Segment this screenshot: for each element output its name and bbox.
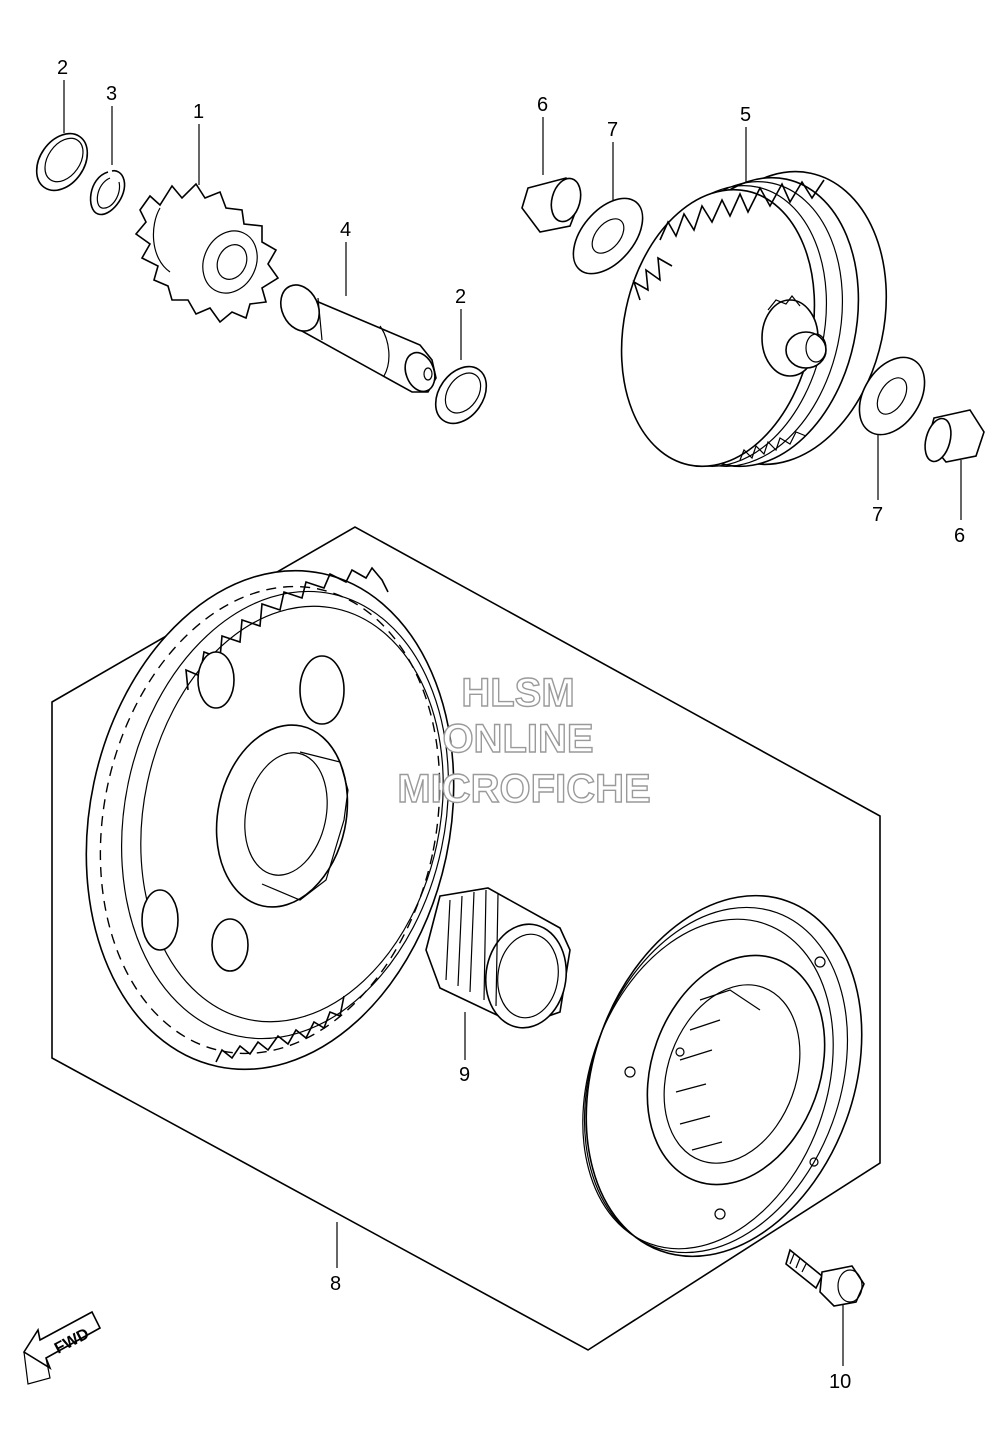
callout-5-idle-gear: 5 [740, 104, 751, 126]
callout-9-bearing: 9 [459, 1064, 470, 1086]
oil-seal-right [434, 365, 488, 425]
needle-bearing [425, 887, 571, 1029]
bushing-top [521, 177, 582, 233]
one-way-clutch [582, 894, 863, 1258]
oil-seal-left [35, 132, 89, 192]
callout-7-washer-bottom: 7 [872, 504, 883, 526]
watermark-line-1: HLSM [461, 671, 574, 715]
callout-6-bushing-bottom: 6 [954, 525, 965, 547]
callout-2-seal-right: 2 [455, 286, 466, 308]
thrust-washer-bottom [858, 356, 926, 436]
leader-lines [63, 80, 962, 1366]
starter-idle-gear-large [620, 170, 888, 468]
callout-1-gear: 1 [193, 101, 204, 123]
idle-gear-shaft [279, 284, 437, 393]
assembly-outline-box [51, 526, 881, 1351]
callout-6-bushing-top: 6 [537, 94, 548, 116]
callout-2-seal-left: 2 [57, 57, 68, 79]
fwd-arrow-icon: FWD [22, 1310, 102, 1385]
clutch-bolt [785, 1248, 865, 1307]
watermark-line-3: MICROFICHE [397, 767, 650, 811]
circlip [89, 169, 126, 216]
thrust-washer-top [572, 197, 644, 275]
callout-4-shaft: 4 [340, 219, 351, 241]
callout-3-circlip: 3 [106, 83, 117, 105]
watermark: HLSM ONLINE MICROFICHE [397, 670, 652, 811]
callout-8-clutch-assy: 8 [330, 1273, 341, 1295]
callout-7-washer-top: 7 [607, 119, 618, 141]
watermark-line-2: ONLINE [442, 717, 593, 761]
bushing-bottom [924, 409, 985, 463]
starter-idle-gear-small [134, 182, 280, 324]
callout-10-bolt: 10 [829, 1371, 851, 1393]
starter-clutch-gear [85, 566, 455, 1071]
